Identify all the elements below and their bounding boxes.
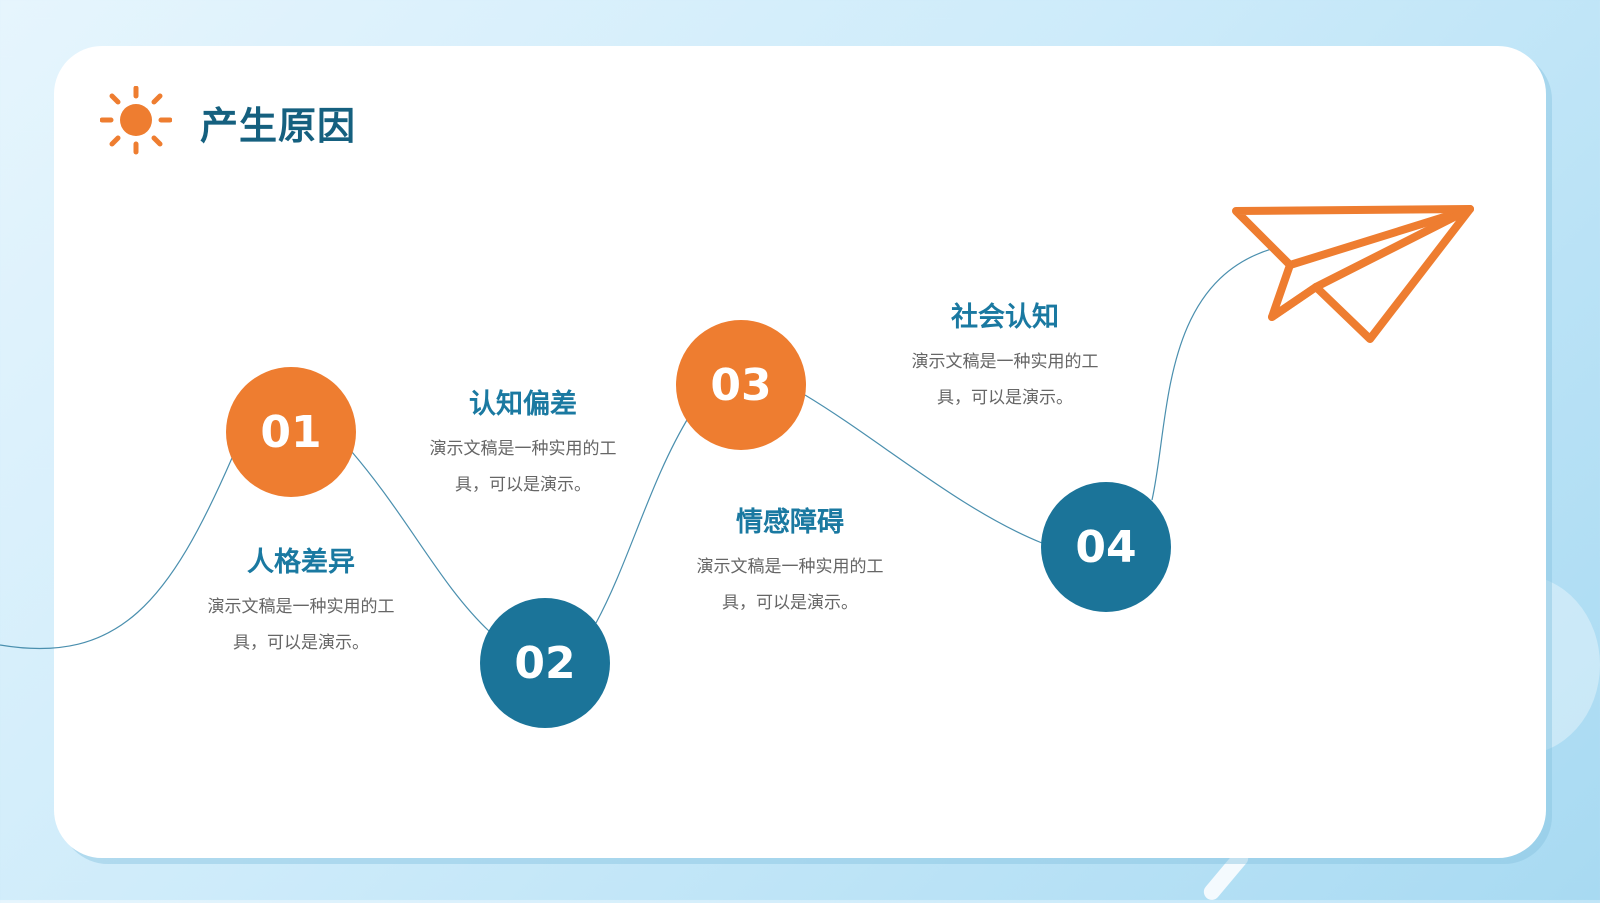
step-4-title: 社会认知 bbox=[951, 302, 1059, 333]
step-3-number-circle: 03 bbox=[676, 320, 806, 450]
step-3-title: 情感障碍 bbox=[736, 507, 844, 538]
step-1-desc-line-2: 具，可以是演示。 bbox=[233, 633, 369, 653]
step-4-number: 04 bbox=[1075, 521, 1137, 573]
step-3-text: 情感障碍 演示文稿是一种实用的工 具，可以是演示。 bbox=[670, 500, 910, 621]
step-3-desc-line-2: 具，可以是演示。 bbox=[722, 593, 858, 613]
step-4-text: 社会认知 演示文稿是一种实用的工 具，可以是演示。 bbox=[885, 295, 1125, 416]
step-4-desc-line-2: 具，可以是演示。 bbox=[937, 388, 1073, 408]
step-1-number: 01 bbox=[260, 406, 322, 458]
step-4-number-circle: 04 bbox=[1041, 482, 1171, 612]
step-3-desc-line-1: 演示文稿是一种实用的工 bbox=[696, 557, 884, 577]
step-1-number-circle: 01 bbox=[226, 367, 356, 497]
step-1-title: 人格差异 bbox=[247, 547, 355, 578]
step-2-number: 02 bbox=[514, 637, 576, 689]
step-1-desc-line-1: 演示文稿是一种实用的工 bbox=[207, 597, 395, 617]
page-title: 产生原因 bbox=[200, 104, 357, 148]
step-2-desc-line-1: 演示文稿是一种实用的工 bbox=[429, 439, 617, 459]
step-4-desc-line-1: 演示文稿是一种实用的工 bbox=[911, 352, 1099, 372]
paper-plane-icon bbox=[1232, 205, 1474, 343]
step-2-title: 认知偏差 bbox=[469, 389, 577, 420]
step-2-number-circle: 02 bbox=[480, 598, 610, 728]
step-2-text: 认知偏差 演示文稿是一种实用的工 具，可以是演示。 bbox=[403, 382, 643, 503]
step-2-desc-line-2: 具，可以是演示。 bbox=[455, 475, 591, 495]
step-1-text: 人格差异 演示文稿是一种实用的工 具，可以是演示。 bbox=[181, 540, 421, 661]
sun-icon bbox=[100, 86, 172, 155]
step-3-number: 03 bbox=[710, 359, 772, 411]
